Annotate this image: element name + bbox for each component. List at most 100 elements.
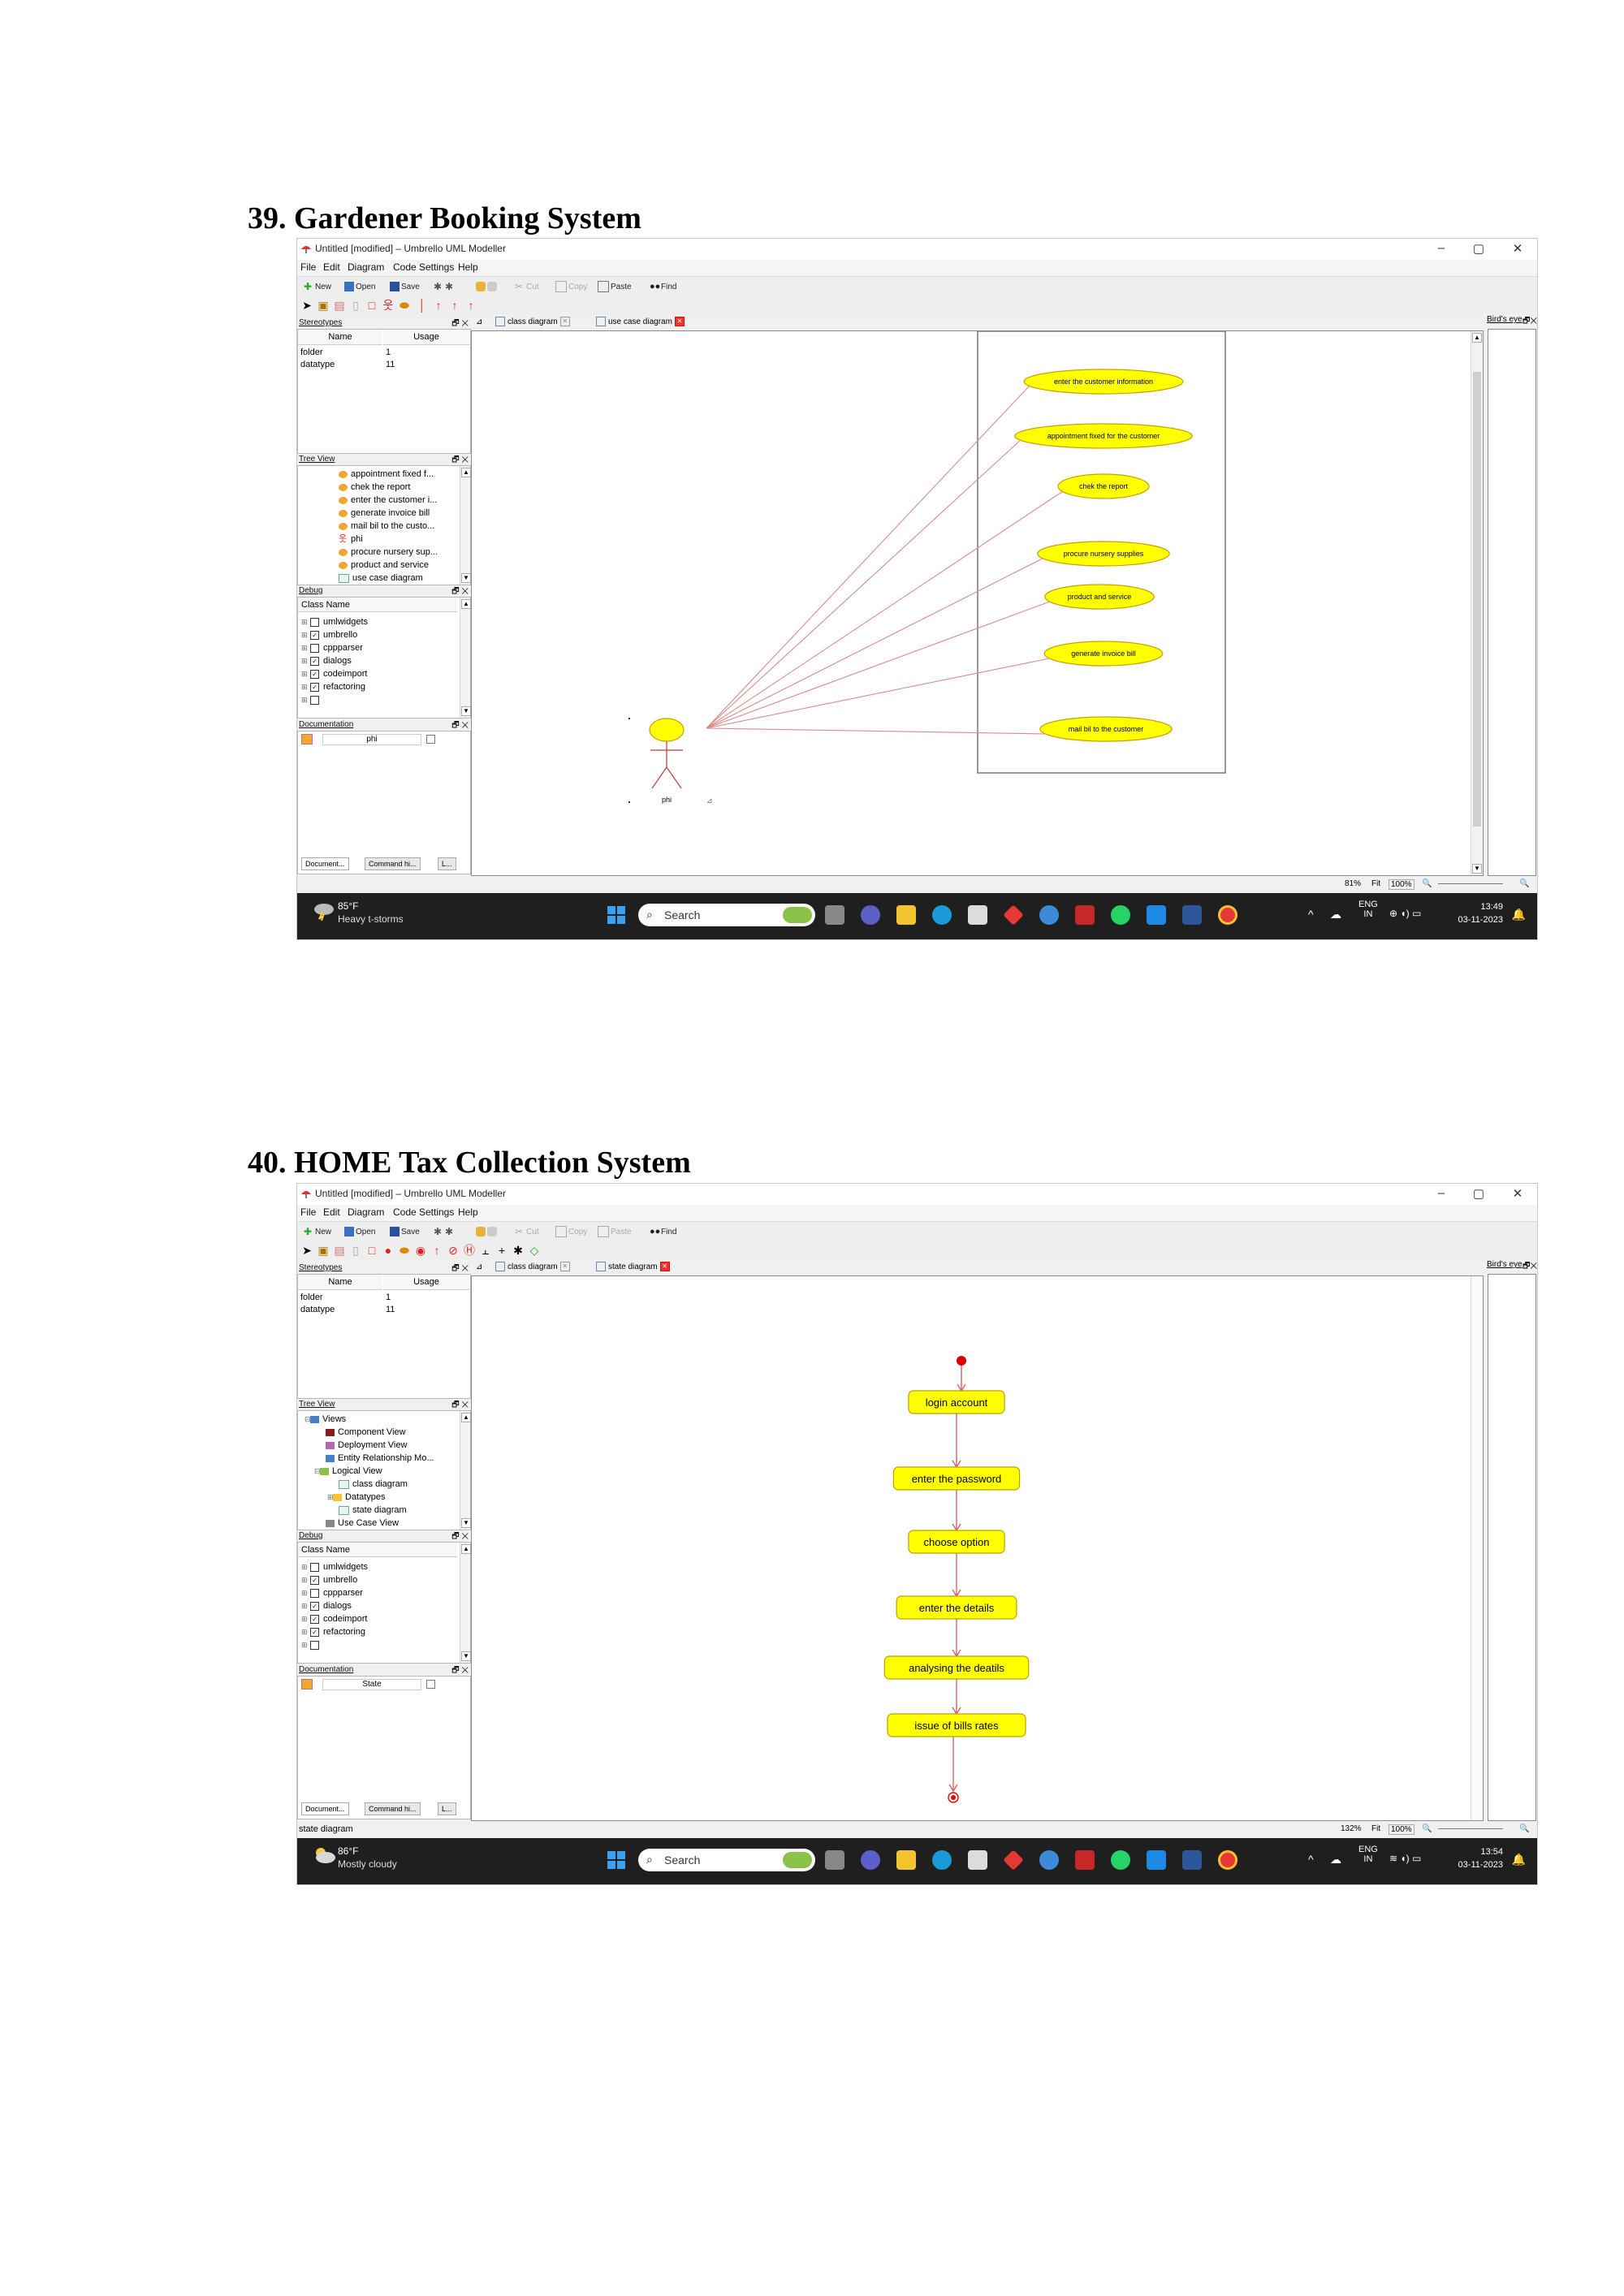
checkbox-checked[interactable]: ✓	[310, 1614, 319, 1624]
store-icon[interactable]	[968, 905, 987, 925]
junction-tool-icon[interactable]: ✱	[513, 1244, 523, 1257]
doc-checkbox[interactable]	[426, 1680, 435, 1689]
scroll-down-icon[interactable]: ▼	[461, 1651, 471, 1661]
checkbox[interactable]	[310, 1588, 319, 1598]
menu-code[interactable]: Code	[393, 261, 417, 273]
panel-float-close-icon[interactable]: 🗗✕	[1522, 317, 1537, 326]
menu-help[interactable]: Help	[458, 1206, 478, 1218]
minimize-button[interactable]: –	[1437, 241, 1445, 255]
menu-diagram[interactable]: Diagram	[348, 261, 385, 273]
notification-bell-icon[interactable]: 🔔	[1511, 1853, 1526, 1866]
scroll-up-icon[interactable]: ▲	[1472, 333, 1482, 343]
association-tool-icon[interactable]: ↑	[435, 299, 442, 312]
umbrello-taskbar-icon[interactable]	[1147, 905, 1166, 925]
chat-icon[interactable]	[861, 905, 880, 925]
tree-item[interactable]: mail bil to the custo...	[339, 520, 434, 533]
fork-tool-icon[interactable]: ⫠	[482, 1244, 490, 1257]
canvas-scrollbar[interactable]: ▲▼	[1471, 331, 1483, 875]
association-line[interactable]	[706, 727, 1045, 735]
scroll-down-icon[interactable]: ▼	[1472, 864, 1482, 874]
actor[interactable]: phi	[649, 718, 685, 804]
scroll-up-icon[interactable]: ▲	[461, 1413, 471, 1422]
debug-item[interactable]: ⊞umlwidgets	[301, 615, 368, 628]
panel-float-close-icon[interactable]: 🗗 ✕	[451, 455, 469, 464]
panel-float-close-icon[interactable]: 🗗 ✕	[451, 1532, 469, 1541]
use-case[interactable]: chek the report	[1057, 473, 1150, 499]
checkbox[interactable]	[310, 1640, 319, 1650]
association-line[interactable]	[706, 558, 1043, 729]
image-tool-icon[interactable]: ▣	[317, 1244, 329, 1257]
use-case[interactable]: product and service	[1044, 584, 1155, 610]
stereotypes-col-usage[interactable]: Usage	[383, 1275, 469, 1290]
debug-item[interactable]: ⊞cppparser	[301, 641, 363, 654]
canvas-scrollbar[interactable]	[1471, 1276, 1483, 1820]
state[interactable]: choose option	[908, 1530, 1005, 1554]
use-case[interactable]: generate invoice bill	[1043, 641, 1164, 667]
tab-close-icon[interactable]: ✕	[674, 317, 685, 327]
checkbox[interactable]	[310, 643, 319, 653]
panel-float-close-icon[interactable]: 🗗 ✕	[451, 587, 469, 596]
save-button[interactable]: Save	[390, 280, 420, 293]
state[interactable]: analysing the deatils	[883, 1655, 1030, 1680]
checkbox[interactable]	[310, 617, 319, 627]
debug-scrollbar[interactable]: ▲▼	[460, 1543, 471, 1663]
debug-col-classname[interactable]: Class Name	[298, 1543, 457, 1557]
menu-help[interactable]: Help	[458, 261, 478, 273]
tree-item-deployment-view[interactable]: Deployment View	[326, 1439, 407, 1452]
tree-scrollbar[interactable]: ▲▼	[460, 466, 471, 585]
chrome-icon[interactable]	[1218, 1850, 1237, 1870]
tree-item-views[interactable]: ⊟Views	[304, 1413, 346, 1426]
zoom-out-icon[interactable]: 🔍	[1422, 1824, 1432, 1833]
zoom-100-button[interactable]: 100%	[1389, 1824, 1415, 1835]
association-line[interactable]	[706, 386, 1030, 729]
edge-browser-icon[interactable]	[932, 905, 952, 925]
zoom-fit-button[interactable]: Fit	[1371, 879, 1381, 888]
transition-tool-icon[interactable]: ↑	[434, 1244, 440, 1257]
state[interactable]: enter the password	[892, 1466, 1021, 1491]
debug-item[interactable]: ⊞	[301, 1638, 323, 1651]
debug-item[interactable]: ⊞✓umbrello	[301, 1573, 357, 1586]
image-tool-icon[interactable]: ▣	[317, 299, 329, 312]
scroll-up-icon[interactable]: ▲	[461, 468, 471, 477]
app-diamond-icon[interactable]	[1003, 904, 1024, 926]
box-tool-icon[interactable]: ▤	[334, 1244, 345, 1257]
save-button[interactable]: Save	[390, 1225, 420, 1238]
tree-item[interactable]: product and service	[339, 559, 429, 572]
scroll-down-icon[interactable]: ▼	[461, 706, 471, 716]
tab-new-icon[interactable]: ⊿	[476, 1262, 483, 1271]
windows-start-icon[interactable]	[607, 906, 625, 924]
mcafee-icon[interactable]	[1075, 1850, 1095, 1870]
menu-edit[interactable]: Edit	[323, 261, 340, 273]
open-button[interactable]: Open	[344, 280, 375, 293]
deep-history-tool-icon[interactable]: Ⓗ	[464, 1244, 475, 1257]
tree-item-component-view[interactable]: Component View	[326, 1426, 406, 1439]
new-button[interactable]: ✚New	[304, 280, 331, 293]
cut-button[interactable]: ✂Cut	[515, 1225, 539, 1238]
state[interactable]: issue of bills rates	[887, 1713, 1026, 1737]
checkbox-checked[interactable]: ✓	[310, 682, 319, 692]
tray-chevron-icon[interactable]: ^	[1308, 908, 1314, 921]
chat-icon[interactable]	[861, 1850, 880, 1870]
debug-item[interactable]: ⊞✓refactoring	[301, 1625, 365, 1638]
tab-new-icon[interactable]: ⊿	[476, 317, 483, 326]
tree-scrollbar[interactable]: ▲▼	[460, 1411, 471, 1530]
generalization-tool-icon[interactable]: ↑	[451, 299, 458, 312]
print-button[interactable]: ✱✱	[434, 1225, 455, 1238]
state-tool-icon[interactable]: ⬬	[400, 1244, 409, 1257]
line-tool-icon[interactable]: │	[418, 299, 426, 312]
paste-button[interactable]: Paste	[598, 280, 632, 293]
zoom-100-button[interactable]: 100%	[1389, 879, 1415, 890]
note-tool-icon[interactable]: ▯	[352, 299, 359, 312]
cut-button[interactable]: ✂Cut	[515, 280, 539, 293]
debug-item[interactable]: ⊞✓refactoring	[301, 680, 365, 693]
windows-start-icon[interactable]	[607, 1851, 625, 1869]
menu-file[interactable]: File	[300, 1206, 317, 1218]
minimize-button[interactable]: –	[1437, 1186, 1445, 1200]
select-arrow-icon[interactable]: ➤	[302, 299, 312, 312]
copy-button[interactable]: Copy	[555, 1225, 587, 1238]
